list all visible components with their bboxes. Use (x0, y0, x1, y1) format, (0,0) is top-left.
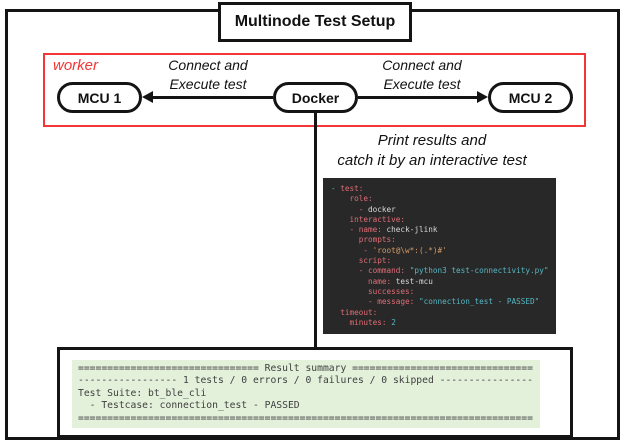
edge-docker-to-results (314, 113, 317, 347)
result-summary-box: =============================== Result s… (57, 347, 573, 438)
node-mcu1: MCU 1 (57, 82, 142, 113)
code-line: - docker (331, 204, 396, 214)
terminal-line: Test Suite: bt_ble_cli (78, 387, 207, 399)
code-line: prompts: (331, 235, 396, 245)
node-docker: Docker (273, 82, 358, 113)
arrowhead-left-icon (142, 91, 153, 103)
result-summary-terminal: =============================== Result s… (72, 360, 540, 428)
code-line: role: (331, 194, 373, 204)
annotation-line2: catch it by an interactive test (337, 152, 527, 169)
code-line: interactive: (331, 214, 406, 224)
print-results-annotation: Print results and catch it by an interac… (312, 131, 552, 171)
edge-label-right-line2: Execute test (383, 76, 461, 92)
node-mcu2: MCU 2 (488, 82, 573, 113)
code-line: - 'root@\w*:(.*)#' (331, 245, 447, 255)
terminal-line: ----------------- 1 tests / 0 errors / 0… (78, 375, 533, 387)
code-line: - test: (331, 184, 364, 193)
code-line: - command: "python3 test-connectivity.py… (331, 266, 549, 276)
node-mcu2-label: MCU 2 (508, 89, 553, 106)
terminal-line: ========================================… (78, 412, 533, 424)
edge-docker-to-mcu1 (151, 96, 273, 99)
code-line: successes: (331, 286, 415, 296)
title-box: Multinode Test Setup (218, 2, 412, 42)
code-line: name: test-mcu (331, 276, 433, 286)
arrowhead-right-icon (477, 91, 488, 103)
edge-label-left-line1: Connect and (168, 57, 248, 73)
code-line: script: (331, 256, 392, 266)
edge-label-left: Connect and Execute test (148, 56, 268, 94)
code-line: minutes: 2 (331, 317, 396, 327)
edge-label-right: Connect and Execute test (362, 56, 482, 94)
terminal-line: - Testcase: connection_test - PASSED (78, 400, 300, 412)
code-line: - message: "connection_test - PASSED" (331, 297, 540, 307)
code-line: - name: check-jlink (331, 225, 438, 235)
worker-group-label: worker (53, 57, 99, 74)
edge-label-left-line2: Execute test (169, 76, 247, 92)
annotation-line1: Print results and (377, 132, 487, 149)
terminal-line: =============================== Result s… (78, 363, 533, 374)
node-docker-label: Docker (291, 89, 340, 106)
node-mcu1-label: MCU 1 (77, 89, 122, 106)
code-line: timeout: (331, 307, 378, 317)
page-title: Multinode Test Setup (234, 13, 396, 30)
edge-docker-to-mcu2 (358, 96, 480, 99)
edge-label-right-line1: Connect and (382, 57, 462, 73)
yaml-code-block: - test: role: - docker interactive: - na… (323, 178, 556, 334)
